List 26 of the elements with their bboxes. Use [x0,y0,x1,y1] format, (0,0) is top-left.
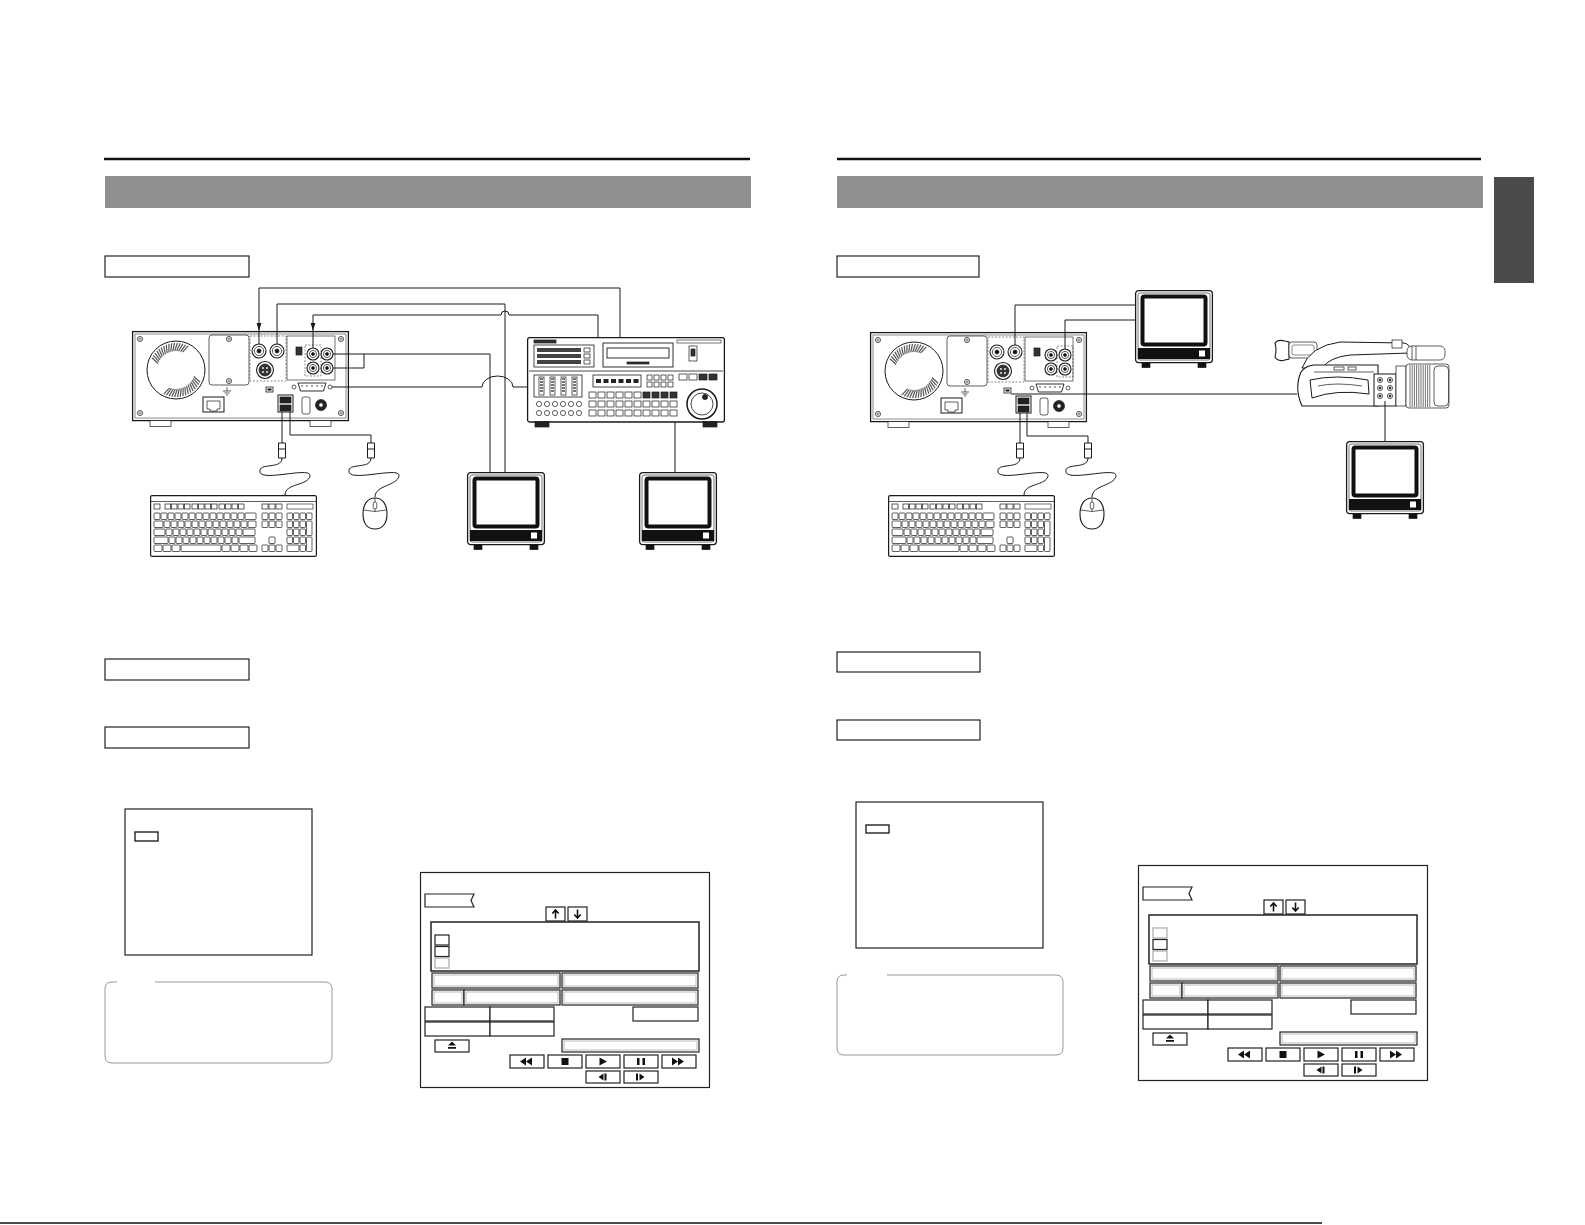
monitor-drawing [467,472,545,550]
cable-line [289,426,400,498]
arrow [256,287,621,338]
mouse-drawing [362,497,388,530]
title-band [105,176,751,208]
cable-line [1026,427,1117,498]
cable-line [1064,319,1136,333]
video-deck-drawing [527,337,725,427]
mouse-drawing [1079,497,1105,530]
monitor-drawing [1135,290,1213,368]
cable-line [1014,304,1136,333]
title-band [837,176,1483,208]
monitor-drawing [639,472,717,550]
rear-panel-drawing [132,331,349,427]
cable-line [997,427,1049,496]
rear-panel-drawing [870,332,1087,428]
keyboard-drawing [150,495,317,557]
cable-line [348,375,528,388]
cable-line [348,353,491,473]
monitor-drawing [1346,441,1424,519]
cable-line [276,303,506,473]
cable-line [1384,408,1386,442]
keyboard-drawing [888,495,1055,557]
cable-line [674,426,676,473]
cable-line [1086,393,1275,395]
arrow [310,310,599,338]
